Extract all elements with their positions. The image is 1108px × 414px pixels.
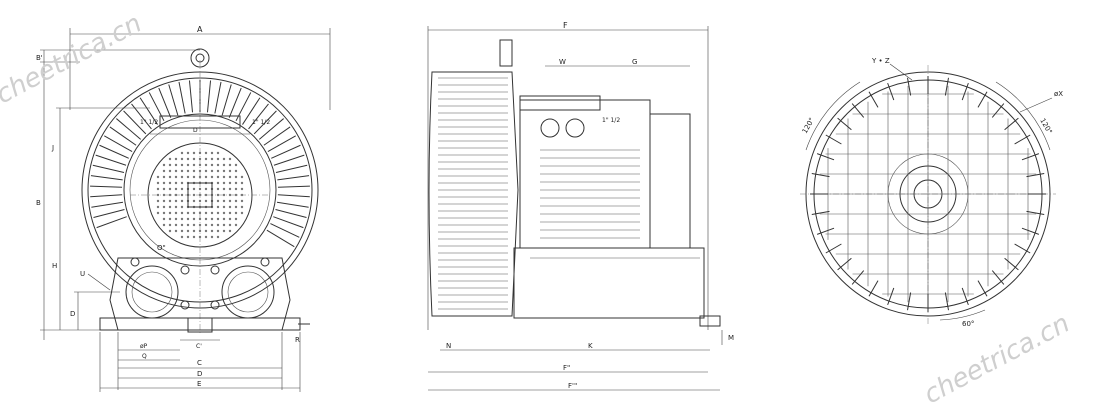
cooling-fins — [90, 80, 310, 248]
dim-label-f: F — [563, 21, 568, 30]
dim-label-r: R — [295, 336, 300, 344]
dim-label-n: N — [446, 342, 451, 350]
dim-label-k: K — [588, 342, 593, 350]
dim-label-o: O" — [157, 244, 166, 252]
dim-label-e: E — [197, 380, 201, 388]
rear-ribs — [810, 76, 1046, 312]
rear-view: Y • Z øX 120° 120° 60° — [800, 57, 1063, 328]
dim-label-j: J — [51, 144, 54, 152]
angle-label-bottom: 60° — [962, 320, 974, 328]
side-view: F W G 1" 1/2 N K M F" F'" — [427, 21, 734, 391]
angle-label-right: 120° — [1038, 117, 1053, 136]
dim-label-x: øX — [1054, 90, 1063, 98]
dim-label-c: C — [197, 359, 202, 367]
port-label-right: 1" 1/2 — [252, 119, 270, 126]
dim-label-f2: F" — [563, 364, 570, 372]
dim-label-yz: Y • Z — [871, 57, 890, 65]
conduit-label: 1" 1/2 — [602, 117, 620, 124]
dim-label-a: A — [197, 25, 203, 34]
port-label-left: 1" 1/2 — [140, 119, 158, 126]
dim-label-b: B — [36, 199, 41, 207]
dim-label-d-top: D — [193, 127, 198, 134]
dim-label-m: M — [728, 334, 734, 342]
dim-label-b1: B' — [36, 54, 43, 62]
dim-label-f3: F'" — [568, 382, 577, 390]
dim-label-c1: C' — [196, 343, 202, 350]
front-view: A B' B J H D 1" 1/2 1" 1/2 — [36, 25, 331, 392]
dim-label-p: øP — [140, 343, 148, 350]
dim-label-g: G — [632, 58, 637, 66]
dim-label-q: Q — [142, 353, 147, 360]
side-cooling-fins — [438, 77, 508, 310]
motor-fins — [540, 149, 640, 239]
dim-label-h: H — [52, 262, 57, 270]
rear-grid — [818, 84, 1038, 304]
dim-label-u: U — [80, 270, 85, 278]
dim-label-d-bottom: D — [197, 370, 202, 378]
dim-label-w: W — [559, 58, 566, 66]
watermark-left: cheetrica.cn — [0, 9, 147, 111]
angle-label-left: 120° — [801, 116, 816, 135]
dim-label-d-vert: D — [70, 310, 75, 318]
watermark-right: cheetrica.cn — [919, 309, 1074, 410]
